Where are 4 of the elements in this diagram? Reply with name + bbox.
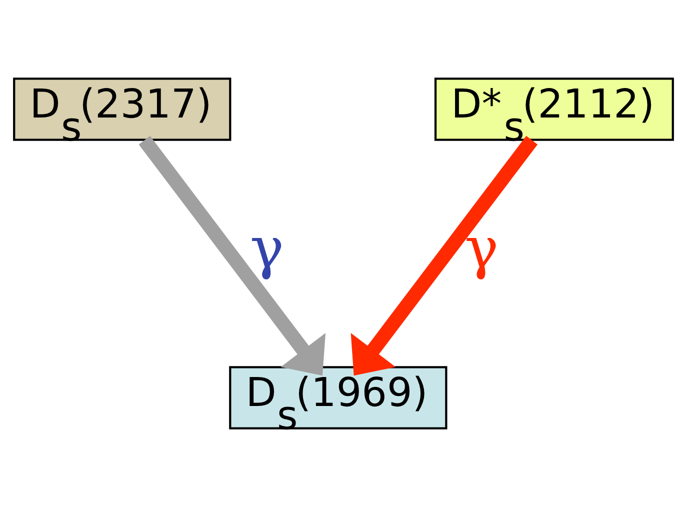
arrow: [138, 136, 326, 376]
edge-label: γ: [464, 216, 499, 282]
edge-label: γ: [250, 216, 284, 282]
arrow: [350, 136, 538, 376]
